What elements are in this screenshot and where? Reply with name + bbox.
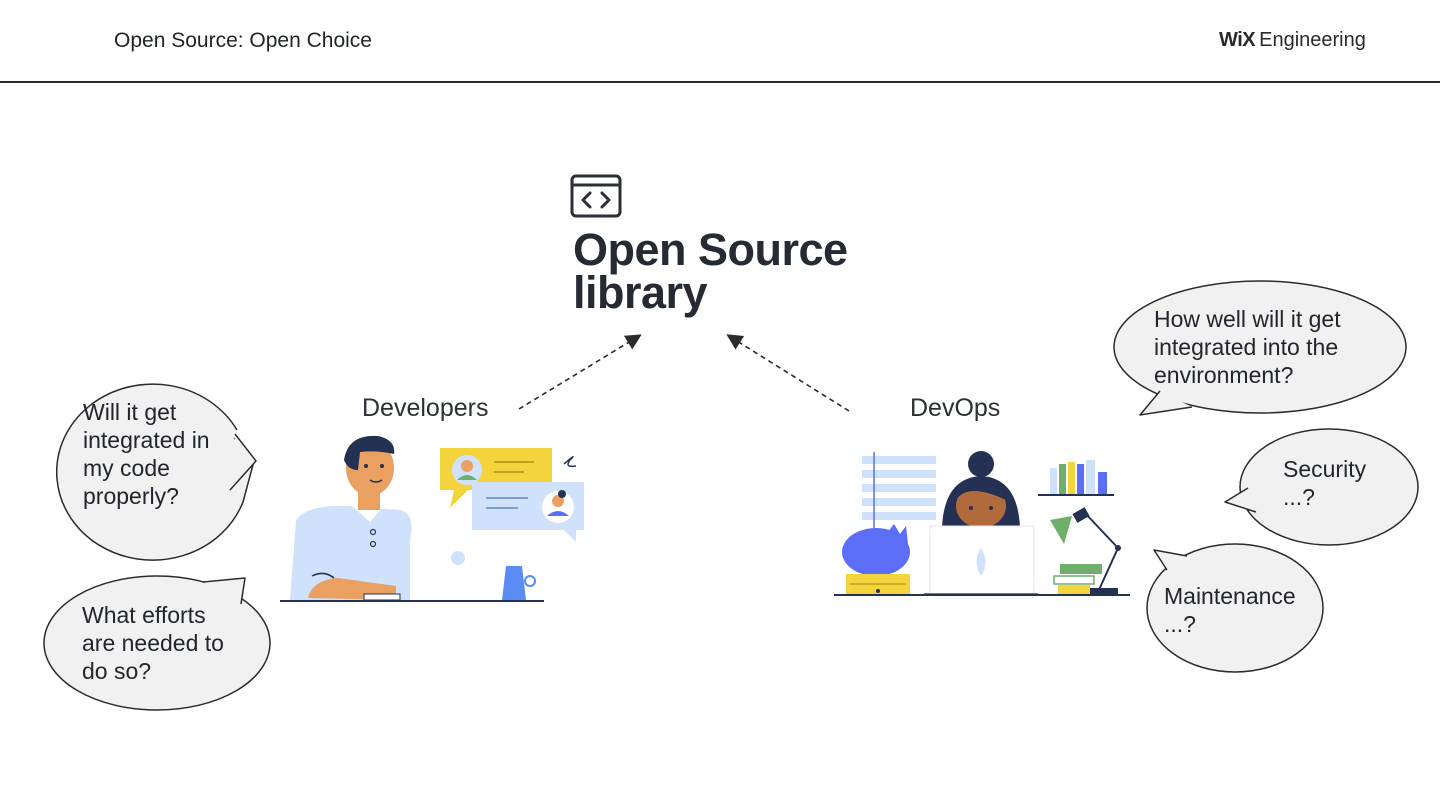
bubble-text: What efforts are needed to do so? — [82, 602, 224, 684]
developer-illustration — [280, 435, 584, 602]
cat-icon — [842, 524, 910, 576]
devops-label: DevOps — [910, 394, 1001, 422]
developers-arrow — [518, 334, 642, 410]
speech-bubble-integration: Will it get integrated in my code proper… — [52, 364, 262, 561]
logo-suffix: Engineering — [1259, 29, 1366, 51]
devops-illustration — [834, 451, 1130, 596]
window-blinds-icon — [862, 452, 936, 528]
bubble-text: Maintenance ...? — [1164, 583, 1296, 637]
bubble-text: Will it get integrated in my code proper… — [83, 399, 210, 509]
developers-label: Developers — [362, 394, 489, 422]
chat-message-icon — [440, 448, 552, 508]
speech-bubble-maintenance: Maintenance ...? — [1146, 540, 1327, 676]
header-divider — [0, 81, 1440, 83]
code-window-icon — [570, 174, 622, 218]
slide-header-title: Open Source: Open Choice — [114, 29, 372, 52]
library-title: Open Source library — [573, 224, 848, 318]
bookshelf-icon — [1038, 460, 1114, 496]
chat-reply-icon — [472, 482, 584, 542]
bubble-text: Security ...? — [1283, 456, 1367, 510]
library-title-line2: library — [573, 267, 708, 318]
desk-lamp-icon — [1050, 507, 1121, 594]
bubble-text: How well will it get integrated into the… — [1154, 306, 1341, 388]
speech-bubble-efforts: What efforts are needed to do so? — [43, 572, 273, 712]
library-title-line1: Open Source — [573, 224, 848, 275]
logo-brand: WiX — [1219, 29, 1256, 51]
speech-bubble-security: Security ...? — [1222, 428, 1420, 548]
speech-bubble-environment: How well will it get integrated into the… — [1112, 279, 1408, 419]
devops-arrow — [726, 334, 850, 412]
